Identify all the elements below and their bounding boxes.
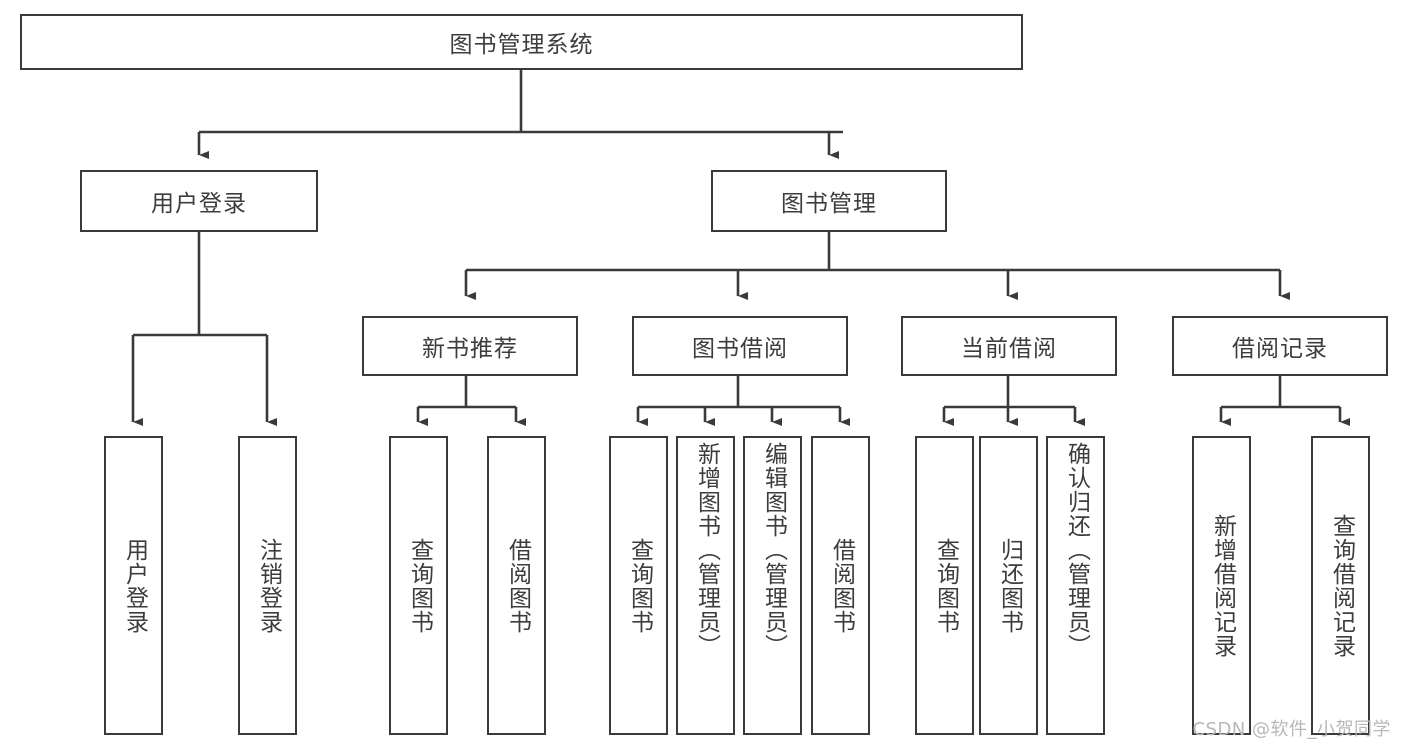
node-book-manage-label: 图书管理 xyxy=(781,191,877,217)
leaf-query-book-1-label: 查询图书 xyxy=(406,537,433,634)
leaf-user-logout-label: 注销登录 xyxy=(255,537,282,634)
leaf-add-book-label: 新增图书（管理员） xyxy=(693,442,720,658)
node-root-label: 图书管理系统 xyxy=(449,32,594,58)
node-new-book-rec[interactable]: 新书推荐 xyxy=(362,316,578,376)
leaf-return-book-label: 归还图书 xyxy=(996,537,1023,634)
node-current-borrow[interactable]: 当前借阅 xyxy=(901,316,1117,376)
leaf-query-book-1[interactable]: 查询图书 xyxy=(389,436,448,735)
leaf-user-login-label: 用户登录 xyxy=(121,537,148,634)
leaf-edit-book[interactable]: 编辑图书（管理员） xyxy=(743,436,802,735)
leaf-confirm-return-label: 确认归还（管理员） xyxy=(1063,442,1090,658)
node-book-borrow[interactable]: 图书借阅 xyxy=(632,316,848,376)
leaf-query-book-3-label: 查询图书 xyxy=(932,537,959,634)
leaf-confirm-return[interactable]: 确认归还（管理员） xyxy=(1046,436,1105,735)
node-book-borrow-label: 图书借阅 xyxy=(692,336,788,362)
node-borrow-record[interactable]: 借阅记录 xyxy=(1172,316,1388,376)
node-book-manage[interactable]: 图书管理 xyxy=(711,170,947,232)
node-root[interactable]: 图书管理系统 xyxy=(20,14,1023,70)
leaf-add-record-label: 新增借阅记录 xyxy=(1209,513,1236,658)
leaf-borrow-book-2[interactable]: 借阅图书 xyxy=(811,436,870,735)
leaf-return-book[interactable]: 归还图书 xyxy=(979,436,1038,735)
node-user-login[interactable]: 用户登录 xyxy=(80,170,318,232)
leaf-user-login[interactable]: 用户登录 xyxy=(104,436,163,735)
node-new-book-rec-label: 新书推荐 xyxy=(422,336,518,362)
leaf-user-logout[interactable]: 注销登录 xyxy=(238,436,297,735)
leaf-query-book-3[interactable]: 查询图书 xyxy=(915,436,974,735)
leaf-add-book[interactable]: 新增图书（管理员） xyxy=(676,436,735,735)
leaf-query-book-2-label: 查询图书 xyxy=(626,537,653,634)
node-user-login-label: 用户登录 xyxy=(151,191,247,217)
leaf-edit-book-label: 编辑图书（管理员） xyxy=(760,442,787,658)
leaf-borrow-book-2-label: 借阅图书 xyxy=(828,537,855,634)
csdn-watermark: CSDN @软件_小贺同学 xyxy=(1192,719,1391,740)
leaf-borrow-book-1-label: 借阅图书 xyxy=(504,537,531,634)
leaf-add-record[interactable]: 新增借阅记录 xyxy=(1192,436,1251,735)
node-current-borrow-label: 当前借阅 xyxy=(961,336,1057,362)
leaf-query-record[interactable]: 查询借阅记录 xyxy=(1311,436,1370,735)
leaf-query-book-2[interactable]: 查询图书 xyxy=(609,436,668,735)
node-borrow-record-label: 借阅记录 xyxy=(1232,336,1328,362)
leaf-query-record-label: 查询借阅记录 xyxy=(1328,513,1355,658)
leaf-borrow-book-1[interactable]: 借阅图书 xyxy=(487,436,546,735)
